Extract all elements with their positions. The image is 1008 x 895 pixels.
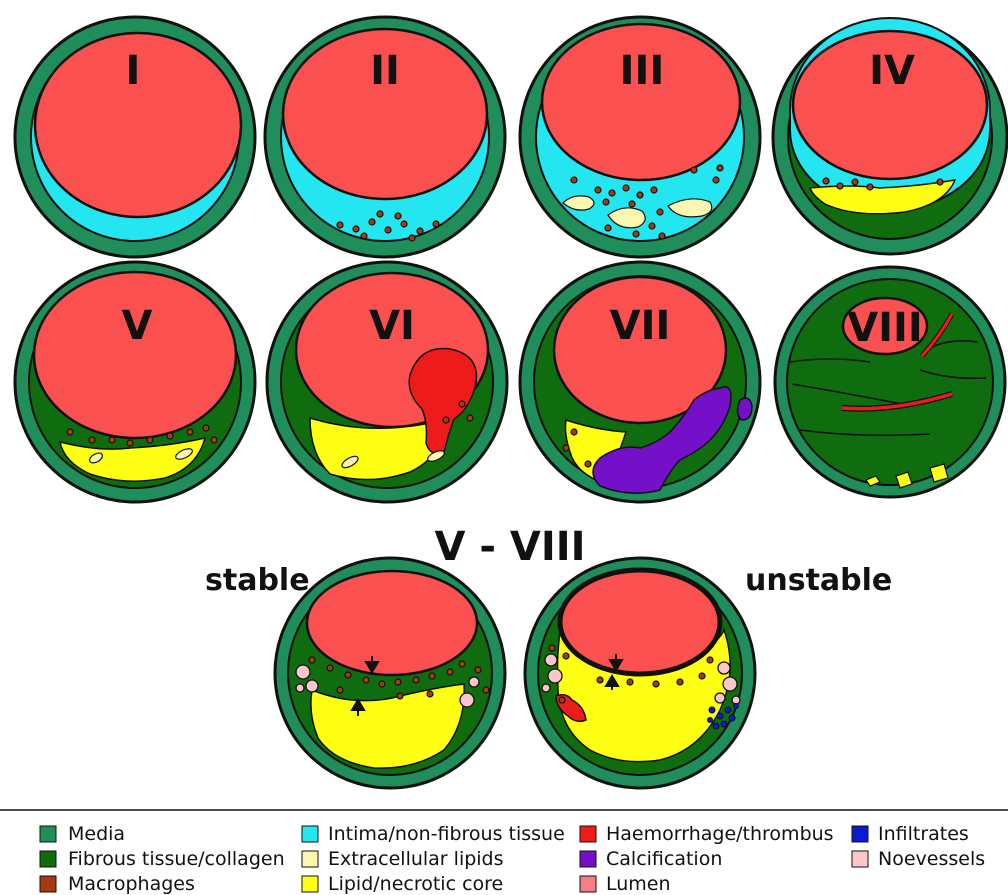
legend: Media Fibrous tissue/collagen Macrophage…: [40, 823, 985, 895]
legend-label-calcification: Calcification: [606, 848, 722, 870]
legend-label-noevessels: Noevessels: [878, 848, 985, 870]
vessel-stage-6: VI: [267, 262, 507, 502]
legend-swatch-calcification: [580, 851, 596, 867]
stage-label-1: I: [126, 48, 141, 94]
legend-item-calcification: Calcification: [580, 848, 722, 870]
stage-label-7: VII: [610, 303, 671, 349]
legend-label-macrophages: Macrophages: [68, 873, 195, 895]
legend-swatch-haemorrhage: [580, 826, 596, 842]
legend-item-media: Media: [40, 823, 125, 845]
legend-swatch-lumen: [580, 876, 596, 892]
legend-swatch-extracellular-lipids: [302, 851, 318, 867]
stable-label: stable: [205, 563, 310, 598]
vessel-stage-1: I: [15, 17, 255, 257]
stage-label-2: II: [370, 48, 400, 94]
stage-label-5: V: [122, 303, 153, 349]
legend-swatch-noevessels: [852, 851, 868, 867]
stage-label-6: VI: [369, 303, 415, 349]
legend-swatch-macrophages: [40, 876, 56, 892]
stage-label-3: III: [620, 48, 665, 94]
group-label-v-viii: V - VIII: [434, 524, 585, 570]
legend-label-infiltrates: Infiltrates: [878, 823, 969, 845]
legend-item-haemorrhage: Haemorrhage/thrombus: [580, 823, 834, 845]
legend-item-extracellular-lipids: Extracellular lipids: [302, 848, 504, 870]
vessel-stage-5: V: [15, 262, 255, 502]
legend-item-intima: Intima/non-fibrous tissue: [302, 823, 565, 845]
vessel-stage-8: VIII: [775, 267, 1005, 497]
vessel-stage-7: VII: [520, 262, 760, 502]
legend-swatch-infiltrates: [852, 826, 868, 842]
legend-item-fibrous-tissue: Fibrous tissue/collagen: [40, 848, 285, 870]
vessel-stage-3: III: [520, 17, 760, 257]
legend-item-macrophages: Macrophages: [40, 873, 195, 895]
legend-label-lumen: Lumen: [606, 873, 671, 895]
legend-label-fibrous-tissue: Fibrous tissue/collagen: [68, 848, 285, 870]
legend-label-extracellular-lipids: Extracellular lipids: [328, 848, 504, 870]
legend-item-lumen: Lumen: [580, 873, 671, 895]
legend-swatch-lipid-necrotic-core: [302, 876, 318, 892]
legend-item-infiltrates: Infiltrates: [852, 823, 969, 845]
legend-label-lipid-necrotic-core: Lipid/necrotic core: [328, 873, 503, 895]
stable-plaque: [275, 558, 505, 788]
legend-swatch-intima: [302, 826, 318, 842]
unstable-label: unstable: [745, 563, 892, 598]
legend-label-intima: Intima/non-fibrous tissue: [328, 823, 565, 845]
legend-item-noevessels: Noevessels: [852, 848, 985, 870]
unstable-plaque: [525, 558, 755, 788]
vessel-stage-2: II: [265, 17, 505, 257]
legend-swatch-fibrous-tissue: [40, 851, 56, 867]
legend-label-haemorrhage: Haemorrhage/thrombus: [606, 823, 834, 845]
stage-label-4: IV: [869, 48, 915, 94]
vessel-stage-4: IV: [773, 18, 1007, 254]
legend-item-lipid-necrotic-core: Lipid/necrotic core: [302, 873, 503, 895]
legend-label-media: Media: [68, 823, 125, 845]
stage-label-8: VIII: [847, 305, 923, 351]
legend-swatch-media: [40, 826, 56, 842]
